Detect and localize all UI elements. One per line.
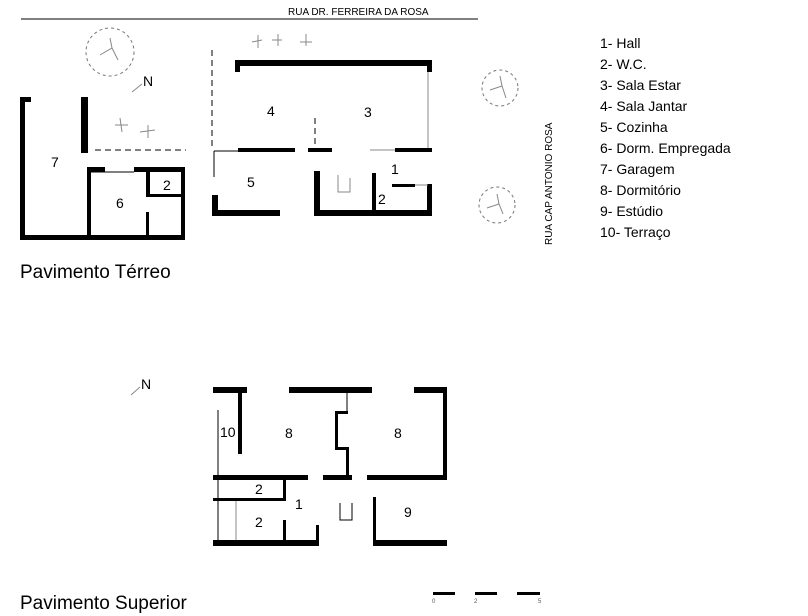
ground-floor-title: Pavimento Térreo	[20, 262, 171, 283]
room-label: 2	[163, 177, 171, 193]
room-label: 6	[116, 195, 124, 211]
legend-item: 2- W.C.	[600, 56, 647, 72]
room-label: 1	[391, 161, 399, 177]
legend-item: 5- Cozinha	[600, 119, 668, 135]
tree-icon	[481, 69, 519, 107]
upper-floor-title: Pavimento Superior	[20, 593, 188, 614]
shrubs-icon	[115, 34, 312, 138]
legend-item: 8- Dormitório	[600, 182, 681, 198]
room-label: 7	[51, 154, 59, 170]
legend-item: 9- Estúdio	[600, 203, 664, 219]
room-legend: 1- Hall 2- W.C. 3- Sala Estar 4- Sala Ja…	[600, 33, 731, 243]
north-arrow-icon	[130, 386, 141, 396]
room-label: 5	[247, 174, 255, 190]
legend-item: 1- Hall	[600, 35, 641, 51]
street-name-side: RUA CAP ANTONIO ROSA	[544, 122, 555, 245]
room-label: 8	[394, 425, 402, 441]
room-label: 2	[255, 481, 263, 497]
ground-room-labels: 7 6 2 4 3 5 1 2	[51, 103, 399, 211]
north-label: N	[143, 73, 153, 89]
north-label: N	[141, 376, 151, 392]
legend-item: 10- Terraço	[600, 224, 671, 240]
legend-item: 6- Dorm. Empregada	[600, 140, 731, 156]
scale-tick-label: 2	[474, 599, 478, 605]
street-name-top: RUA DR. FERREIRA DA ROSA	[288, 7, 429, 18]
scale-tick-label: 5	[538, 599, 542, 605]
scale-bar: 0 2 5	[432, 592, 542, 605]
scale-tick-label: 0	[432, 599, 436, 605]
room-label: 4	[267, 103, 275, 119]
upper-room-labels: 10 8 8 2 1 2 9	[220, 424, 412, 530]
room-label: 1	[295, 496, 303, 512]
tree-icon	[478, 186, 516, 224]
room-label: 9	[404, 504, 412, 520]
north-arrow-icon	[131, 83, 143, 93]
room-label: 10	[220, 424, 236, 440]
room-label: 2	[255, 514, 263, 530]
room-label: 3	[364, 104, 372, 120]
ground-floor-walls	[20, 50, 432, 240]
legend-item: 3- Sala Estar	[600, 77, 681, 93]
legend-item: 4- Sala Jantar	[600, 98, 688, 114]
legend-item: 7- Garagem	[600, 161, 675, 177]
tree-icon	[85, 27, 135, 77]
room-label: 8	[285, 425, 293, 441]
upper-floor-walls	[213, 387, 447, 546]
room-label: 2	[378, 191, 386, 207]
